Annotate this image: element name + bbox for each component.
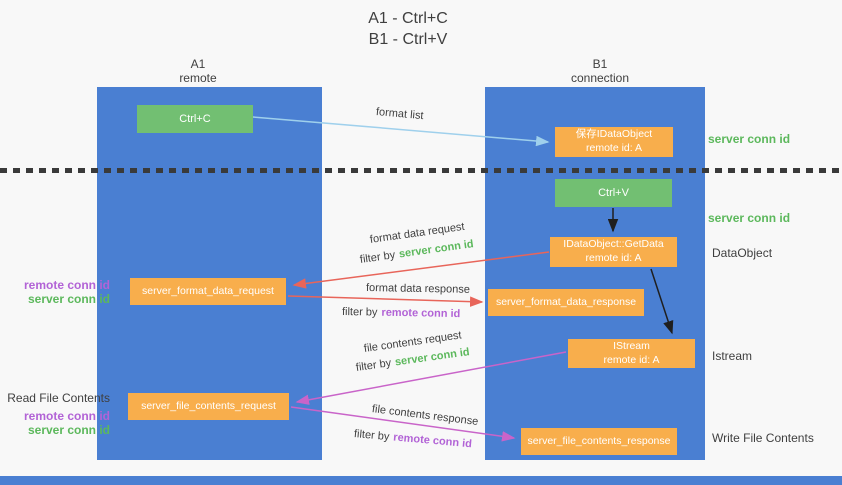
- column-b1-id: B1: [592, 57, 608, 71]
- istream-box: IStream remote id: A: [568, 339, 695, 368]
- diagram-title: A1 - Ctrl+C B1 - Ctrl+V: [308, 8, 508, 50]
- format-list-label: format list: [375, 106, 425, 123]
- filter-id-server-conn: server conn id: [398, 238, 475, 261]
- bottom-blue-bar: [0, 476, 842, 485]
- title-line-1: A1 - Ctrl+C: [368, 10, 448, 27]
- server-file-contents-response-box: server_file_contents_response: [521, 428, 677, 455]
- filter-id-server-conn: server conn id: [394, 346, 471, 369]
- format-data-response-label: format data response: [365, 282, 471, 296]
- left-format-remote-conn-id: remote conn id: [23, 278, 110, 292]
- column-header-a1: A1 remote: [98, 57, 298, 85]
- column-a1-id: A1: [190, 57, 206, 71]
- ctrl-v-label: Ctrl+V: [598, 186, 629, 199]
- server-format-data-request-box: server_format_data_request: [130, 278, 286, 305]
- save-idataobject-line2: remote id: A: [585, 142, 643, 154]
- ctrl-c-box: Ctrl+C: [137, 105, 253, 133]
- write-file-contents-label: Write File Contents: [712, 431, 814, 445]
- right-save-server-conn-id: server conn id: [708, 132, 791, 146]
- server-format-data-response-label: server_format_data_response: [495, 295, 637, 308]
- ctrl-c-label: Ctrl+C: [179, 112, 211, 125]
- save-idataobject-line1: 保存IDataObject: [575, 128, 653, 141]
- right-paste-server-conn-id: server conn id: [708, 211, 791, 225]
- copy-paste-separator-line: [0, 168, 842, 173]
- idataobject-getdata-box: IDataObject::GetData remote id: A: [550, 237, 677, 267]
- read-file-contents-label: Read File Contents: [7, 391, 110, 405]
- filter-prefix: filter by: [359, 249, 396, 266]
- dataobject-label: DataObject: [712, 246, 773, 260]
- filter-prefix: filter by: [341, 306, 378, 319]
- getdata-line1: IDataObject::GetData: [563, 238, 664, 251]
- left-format-server-conn-id: server conn id: [27, 292, 110, 306]
- left-file-server-conn-id: server conn id: [27, 423, 110, 437]
- filter-id-remote-conn: remote conn id: [392, 431, 473, 451]
- column-b1-name: connection: [570, 71, 630, 85]
- column-header-b1: B1 connection: [500, 57, 700, 85]
- filter-id-remote-conn: remote conn id: [381, 306, 461, 321]
- filter-prefix: filter by: [355, 357, 392, 374]
- server-format-data-request-label: server_format_data_request: [142, 284, 274, 297]
- istream-line2: remote id: A: [603, 353, 660, 366]
- getdata-line2: remote id: A: [585, 252, 642, 264]
- file-contents-response-label: file contents response: [371, 403, 479, 428]
- filter-prefix: filter by: [353, 428, 390, 444]
- ctrl-v-box: Ctrl+V: [555, 179, 672, 207]
- server-file-contents-request-label: server_file_contents_request: [141, 399, 276, 412]
- istream-line1: IStream: [613, 339, 650, 352]
- left-file-remote-conn-id: remote conn id: [23, 409, 110, 423]
- title-line-2: B1 - Ctrl+V: [368, 31, 448, 48]
- save-idataobject-box: 保存IDataObject remote id: A: [555, 127, 673, 157]
- server-file-contents-response-label: server_file_contents_response: [527, 434, 671, 447]
- column-a1-name: remote: [179, 71, 217, 85]
- server-format-data-response-box: server_format_data_response: [488, 289, 644, 316]
- istream-side-label: Istream: [712, 349, 753, 363]
- server-file-contents-request-box: server_file_contents_request: [128, 393, 289, 420]
